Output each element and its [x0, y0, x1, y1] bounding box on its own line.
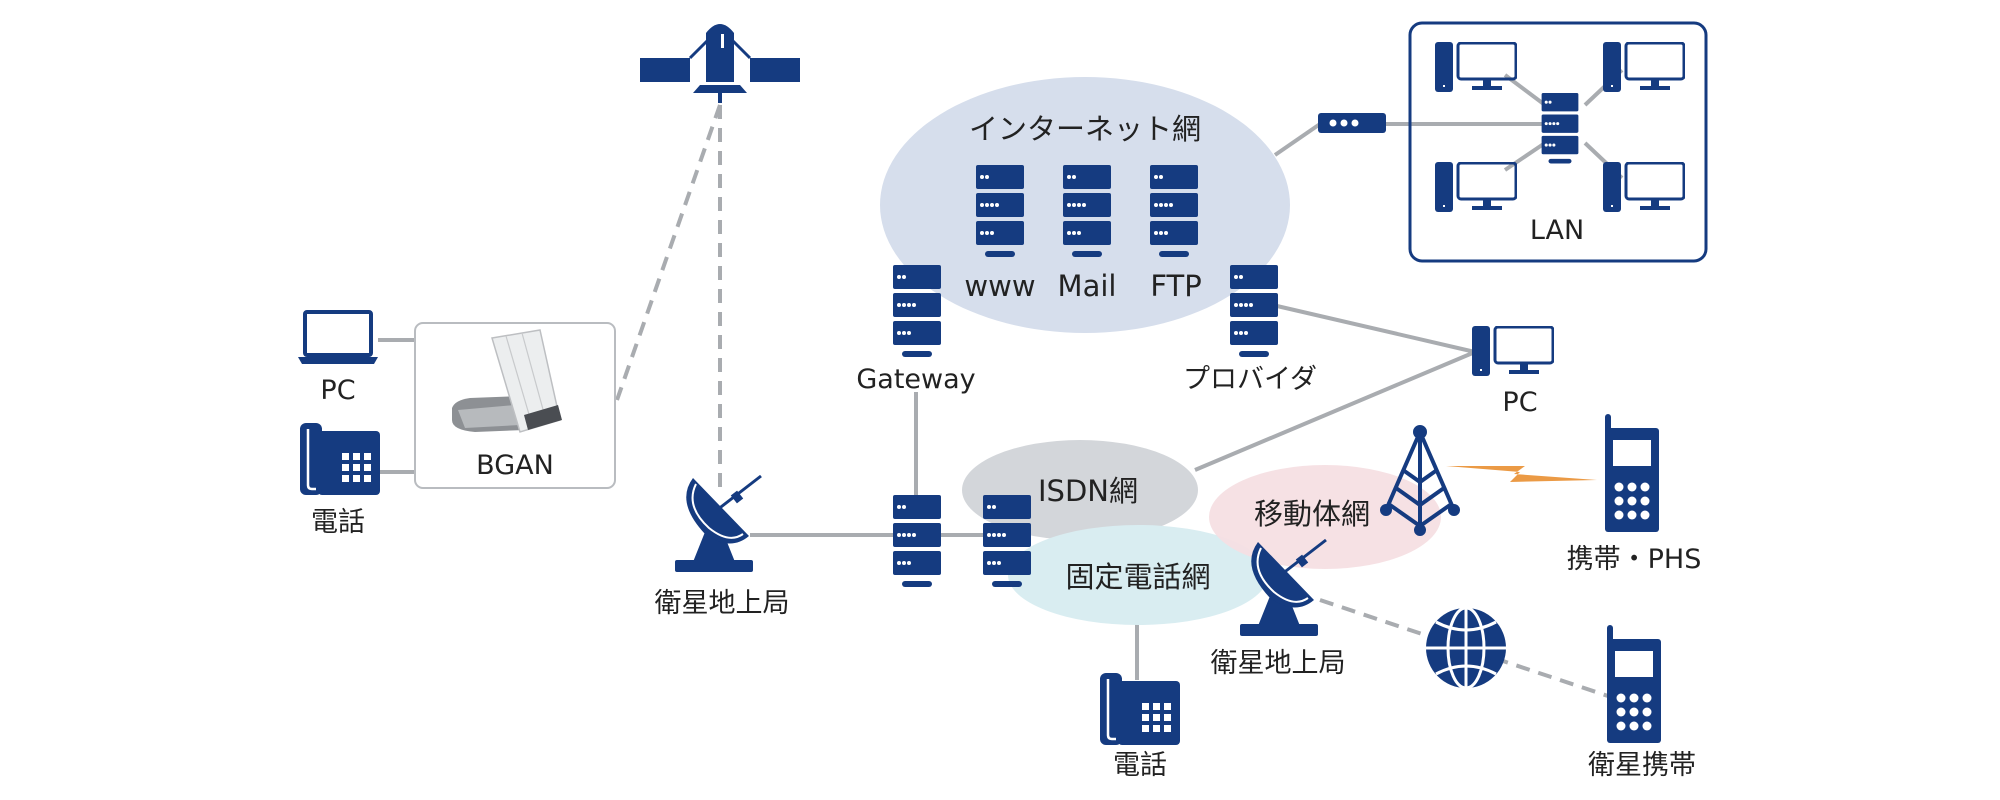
cell-tower-icon: [1380, 425, 1460, 536]
bgan-label: BGAN: [476, 450, 554, 481]
globe-icon: [1426, 606, 1506, 690]
line-isdn-pc: [1194, 350, 1476, 472]
gateway-label: Gateway: [856, 364, 976, 395]
ground-station-left-label: 衛星地上局: [654, 588, 790, 619]
line-provider-pc: [1276, 304, 1476, 354]
ground-station-right-label: 衛星地上局: [1210, 648, 1346, 679]
ftp-label: FTP: [1150, 269, 1202, 303]
pc-right-icon: [1472, 326, 1554, 378]
lan-pc-bottom-right-icon: [1603, 162, 1685, 214]
lan-box: [1408, 21, 1708, 263]
lan-pc-top-right-icon: [1603, 42, 1685, 94]
isdn-network-label: ISDN網: [1038, 474, 1138, 508]
pc-right-label: PC: [1502, 387, 1538, 418]
mail-label: Mail: [1057, 269, 1117, 303]
satellite-phone-icon: [1607, 625, 1661, 743]
exchange-server-2-icon: [983, 495, 1031, 587]
laptop-pc-icon: [298, 310, 378, 364]
fixed-phone-cloud: [1008, 525, 1268, 625]
line-internet-router: [1273, 122, 1322, 157]
sat-phone-label: 衛星携帯: [1588, 750, 1696, 781]
desk-phone-bottom-icon: [1100, 673, 1180, 745]
lan-switch-icon: [1541, 93, 1579, 164]
mobile-phs-icon: [1605, 414, 1659, 532]
provider-server-icon: [1230, 265, 1278, 357]
www-server-icon: [976, 165, 1024, 257]
lan-label: LAN: [1529, 215, 1585, 246]
mail-server-icon: [1063, 165, 1111, 257]
ground-station-left-icon: [675, 474, 763, 572]
lan-pc-top-left-icon: [1435, 42, 1517, 94]
desk-phone-left-icon: [300, 423, 380, 495]
fixed-network-label: 固定電話網: [1065, 560, 1211, 594]
mobile-phs-label: 携帯・PHS: [1566, 544, 1702, 575]
bgan-terminal-image: [452, 329, 562, 433]
ftp-server-icon: [1150, 165, 1198, 257]
www-label: www: [964, 269, 1036, 303]
wireless-bolt-icon: [1446, 466, 1597, 482]
pc-left-label: PC: [320, 375, 356, 406]
lan-pc-bottom-left-icon: [1435, 162, 1517, 214]
provider-label: プロバイダ: [1183, 364, 1317, 395]
internet-network-label: インターネット網: [968, 112, 1202, 146]
satellite-to-bgan-dashed: [615, 104, 722, 401]
mobile-cloud: [1209, 465, 1441, 569]
router-icon: [1318, 113, 1386, 133]
exchange-server-1-icon: [893, 495, 941, 587]
satellite-icon: [640, 24, 800, 103]
gateway-server-icon: [893, 265, 941, 357]
phone-left-label: 電話: [311, 507, 365, 538]
mobile-network-label: 移動体網: [1253, 497, 1371, 531]
phone-bottom-label: 電話: [1113, 750, 1167, 781]
